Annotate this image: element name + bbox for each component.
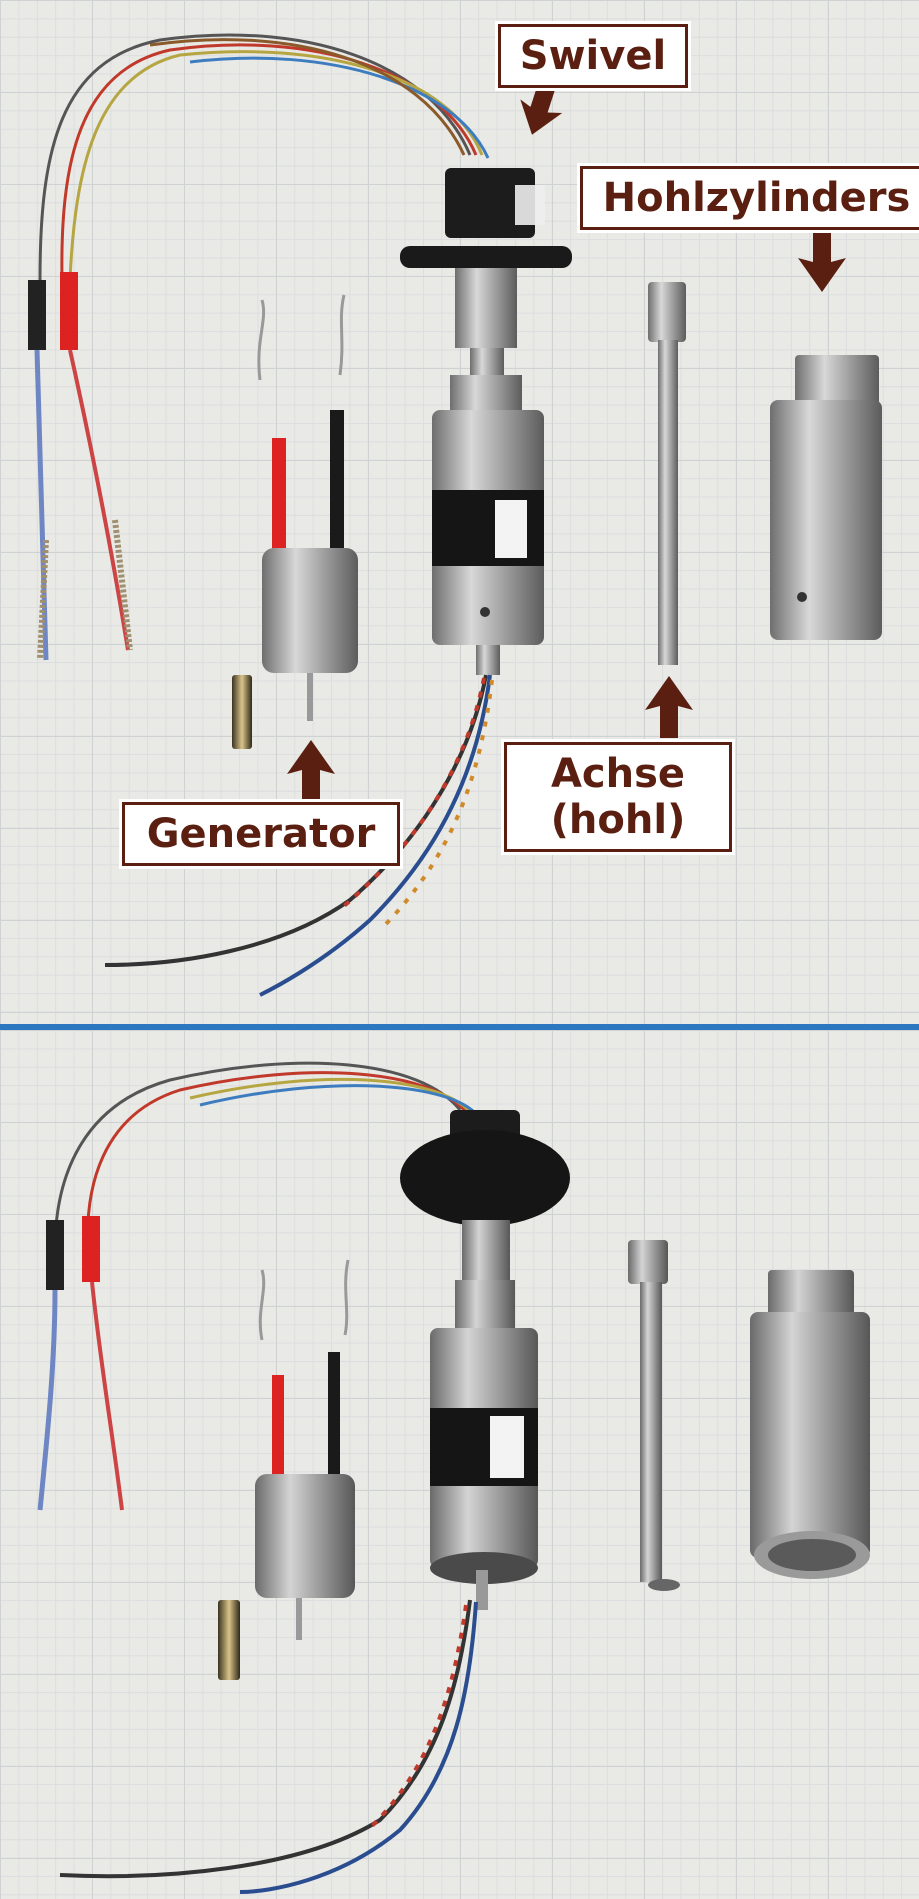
label-generator: Generator — [122, 802, 400, 866]
lower-cable-bundle-bottom — [59, 1599, 478, 1894]
arrow-achse — [645, 676, 693, 738]
hollow-cylinder — [770, 355, 882, 640]
steel-housing — [432, 375, 544, 675]
swivel-component — [400, 168, 572, 378]
generator-motor-bottom — [218, 1259, 355, 1680]
swivel-cable-bundle-bottom — [53, 1061, 480, 1251]
black-sleeve — [28, 280, 46, 350]
photo-divider — [0, 1024, 919, 1030]
hollow-axle — [648, 282, 686, 665]
red-sleeve — [60, 272, 78, 350]
arrow-generator — [287, 740, 335, 800]
swivel-cable-bundle — [38, 33, 490, 281]
label-swivel: Swivel — [498, 24, 688, 88]
bottom-photo — [0, 1030, 919, 1899]
bottom-photo-scene — [37, 1061, 870, 1894]
hollow-cylinder-bottom — [750, 1270, 870, 1579]
generator-motor — [232, 294, 358, 749]
top-photo: Swivel Hohlzylinders Generator Achse (ho… — [0, 0, 919, 1024]
lower-cable-bundle — [104, 674, 494, 997]
hollow-axle-bottom — [628, 1240, 680, 1591]
label-hohlzylinders: Hohlzylinders — [580, 166, 919, 230]
swivel-component-bottom — [400, 1110, 570, 1280]
arrow-hohlzylinders — [798, 232, 846, 292]
label-achse: Achse (hohl) — [504, 742, 732, 852]
steel-housing-bottom — [430, 1280, 538, 1610]
label-achse-line2: (hohl) — [550, 797, 686, 843]
arrow-swivel — [520, 80, 563, 135]
label-achse-line1: Achse — [550, 751, 686, 797]
top-photo-scene — [28, 33, 882, 997]
